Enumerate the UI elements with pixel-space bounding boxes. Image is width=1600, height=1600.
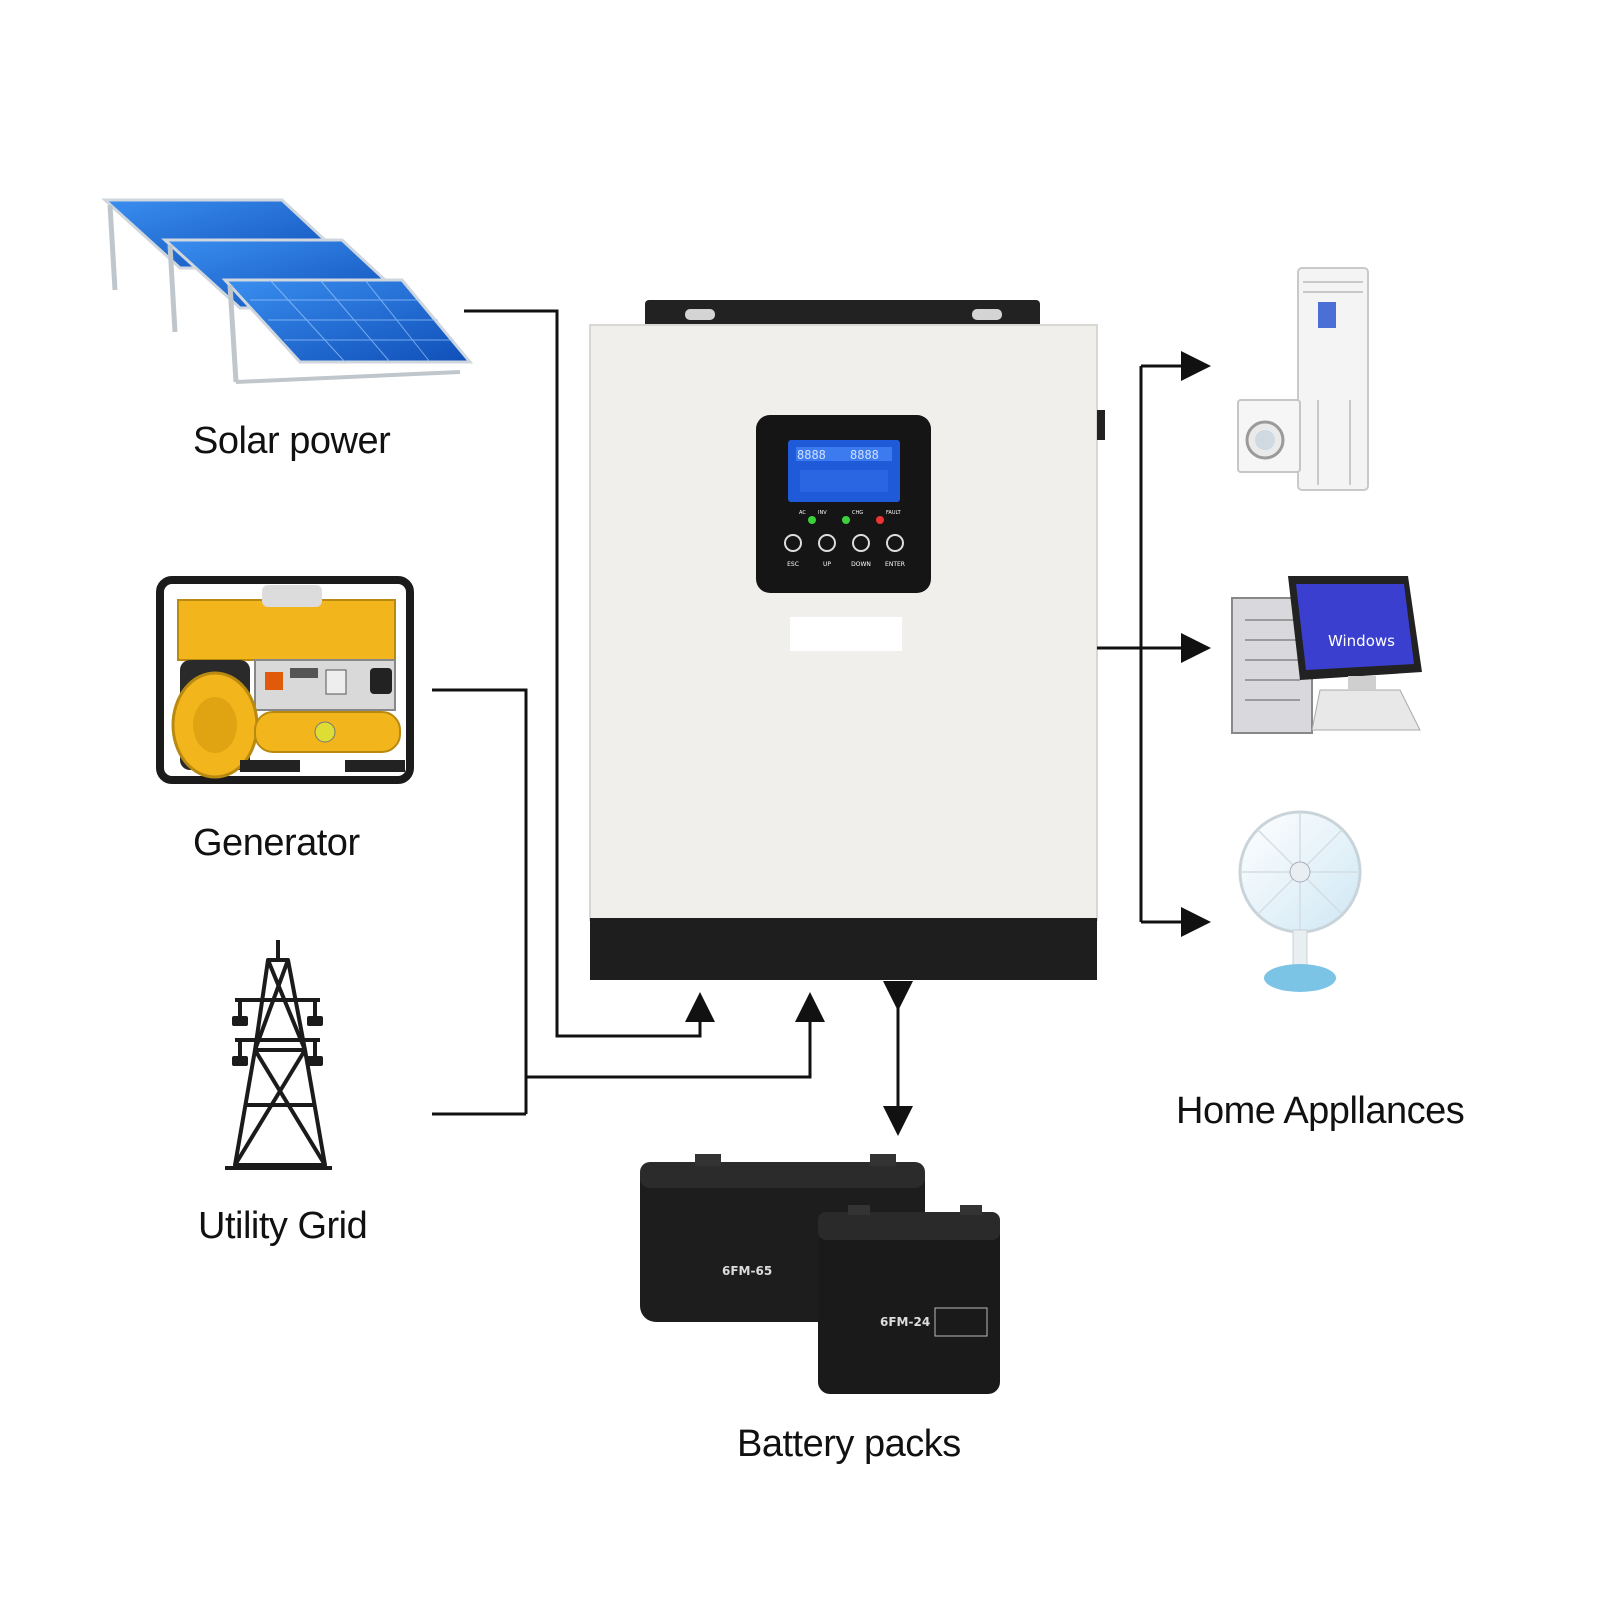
air-conditioner-icon: [1297, 267, 1369, 491]
up-button-label: UP: [823, 561, 831, 568]
lcd-indicator-ac: AC: [799, 510, 806, 516]
lcd-indicator-inv: INV: [818, 510, 827, 516]
solar-connection-line: [464, 309, 715, 1038]
large-battery-model: 6FM-65: [722, 1264, 772, 1278]
solar-power-label: Solar power: [193, 420, 391, 462]
lcd-indicator-chg: CHG: [852, 510, 863, 516]
lcd-readouts: 8888 8888: [797, 448, 879, 462]
generator-label: Generator: [193, 822, 360, 864]
lcd-button-labels: ESC UP DOWN ENTER: [787, 561, 905, 568]
power-tower-icon: [225, 940, 332, 1170]
small-battery-model: 6FM-24: [880, 1315, 930, 1329]
lcd-indicator-labels: AC INV CHG FAULT: [799, 510, 902, 516]
lcd-readout-left: 8888: [797, 448, 826, 462]
computer-screen-text: Windows: [1328, 632, 1395, 650]
generator-connection-line: [432, 688, 528, 1114]
enter-button-label: ENTER: [885, 561, 905, 568]
solar-panels-icon: [101, 198, 474, 384]
connection-lines: [432, 309, 1211, 1136]
battery-icon: [640, 1154, 1000, 1394]
computer-icon: [1231, 576, 1422, 734]
fan-icon: [1238, 810, 1362, 992]
esc-button-label: ESC: [787, 561, 799, 568]
down-button-label: DOWN: [851, 561, 871, 568]
utility-grid-label: Utility Grid: [198, 1205, 368, 1247]
lcd-indicator-fault: FAULT: [886, 510, 902, 516]
lcd-readout-right: 8888: [850, 448, 879, 462]
battery-model-labels: 6FM-65 6FM-24: [722, 1264, 930, 1329]
battery-packs-label: Battery packs: [737, 1423, 961, 1465]
inverter-icon: [589, 300, 1105, 980]
washing-machine-icon: [1237, 399, 1301, 473]
home-appliances-label: Home Appllances: [1176, 1090, 1465, 1132]
generator-icon: [156, 576, 414, 784]
ac-input-connection-line: [526, 992, 825, 1079]
